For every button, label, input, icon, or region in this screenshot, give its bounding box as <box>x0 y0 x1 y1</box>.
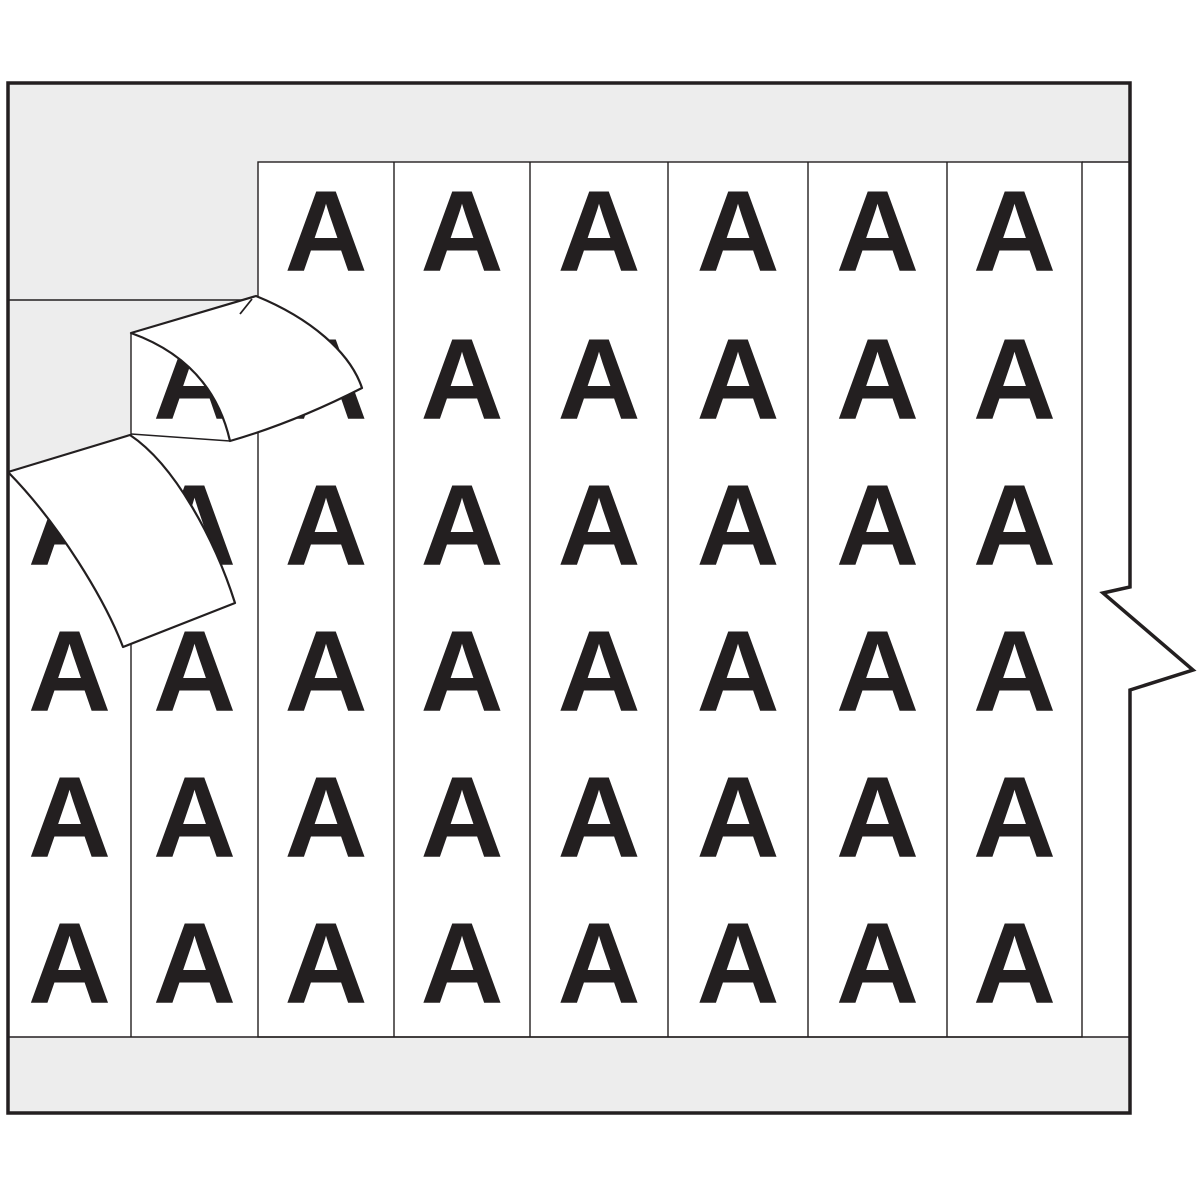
marker-letter: A <box>284 168 367 296</box>
marker-letter: A <box>557 316 640 444</box>
marker-letter: A <box>557 754 640 882</box>
card-liner-exposed <box>8 83 1130 472</box>
marker-letter: A <box>420 754 503 882</box>
marker-letter: A <box>284 754 367 882</box>
peeling-marker-label-lower <box>6 433 237 649</box>
marker-strip-block <box>257 161 1083 1038</box>
peeling-marker-label-upper <box>129 294 364 443</box>
marker-letter: A <box>557 168 640 296</box>
marker-letter: A <box>420 168 503 296</box>
marker-letter: A <box>28 900 111 1028</box>
marker-letter: A <box>696 900 779 1028</box>
marker-letter: A <box>973 608 1056 736</box>
marker-letter: A <box>836 608 919 736</box>
marker-letter: A <box>284 900 367 1028</box>
marker-letter: A <box>28 608 111 736</box>
marker-letter: A <box>420 900 503 1028</box>
marker-letter: A <box>973 168 1056 296</box>
marker-letter: A <box>836 900 919 1028</box>
marker-letter: A <box>28 754 111 882</box>
marker-letter: A <box>973 754 1056 882</box>
marker-letter: A <box>557 462 640 590</box>
marker-letter: A <box>153 900 236 1028</box>
marker-letter: A <box>973 316 1056 444</box>
marker-letter: A <box>973 462 1056 590</box>
marker-letter: A <box>696 608 779 736</box>
marker-card-outline <box>6 81 1197 1115</box>
marker-letter: A <box>696 316 779 444</box>
marker-letter: A <box>696 462 779 590</box>
label-fold-crease <box>239 298 253 315</box>
marker-letter: A <box>696 754 779 882</box>
marker-letter: A <box>836 316 919 444</box>
marker-letter: A <box>836 462 919 590</box>
marker-letter: A <box>284 608 367 736</box>
marker-letter: A <box>420 462 503 590</box>
peeled-label-sheet <box>6 433 237 649</box>
marker-letter: A <box>557 608 640 736</box>
marker-letter: A <box>973 900 1056 1028</box>
card-liner-bottom-band <box>8 1037 1130 1113</box>
marker-letter: A <box>284 462 367 590</box>
marker-letter: A <box>557 900 640 1028</box>
marker-letter: A <box>153 754 236 882</box>
marker-letter: A <box>420 316 503 444</box>
marker-letter: A <box>836 754 919 882</box>
marker-letter: A <box>696 168 779 296</box>
marker-letter: A <box>420 608 503 736</box>
peeled-label-sheet <box>129 294 364 443</box>
marker-letter: A <box>836 168 919 296</box>
